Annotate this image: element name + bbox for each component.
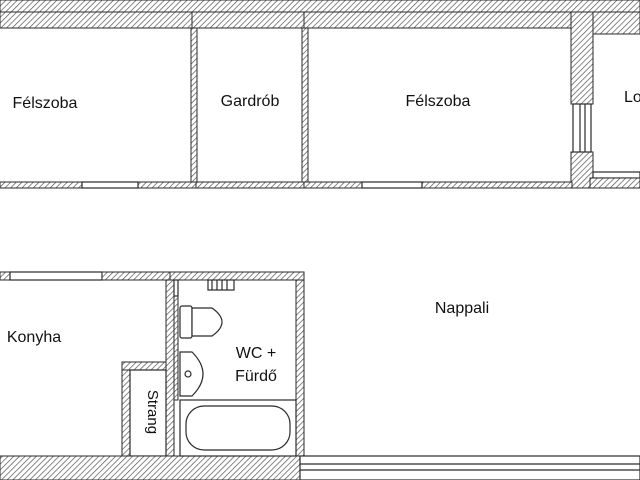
room-label-wc: WC + [236,345,276,362]
konyha-top-wall [0,271,11,281]
room-label-felszoba-left: Félszoba [13,95,78,112]
door-threshold-right [361,181,423,189]
wall-under-felszoba-left-b [137,181,201,189]
wc-top-wall [169,271,305,281]
konyha-right-wall [165,279,175,457]
door-threshold-left [81,181,139,189]
konyha-strang-step [121,361,167,371]
wall-above-gardrob [191,11,305,29]
loggia-floor-wall [589,177,640,189]
wall-under-felszoba-left-a [0,181,83,189]
wc-right-wall [295,279,305,457]
loggia-window-frame [572,103,592,153]
wall-above-felszoba-left [0,11,197,29]
konyha-top-wall-right [101,271,171,281]
washbasin-icon [179,351,204,397]
wall-under-felszoba-right-b [421,181,573,189]
strang-left-wall [121,369,131,457]
top-outer-wall [0,0,640,13]
room-label-furdo: Fürdő [235,368,277,385]
room-label-konyha: Konyha [7,329,61,346]
room-label-loggia: Lo [624,89,640,106]
wall-felszoba-loggia [570,11,594,105]
radiator-icon [207,279,235,291]
wall-under-gardrob [195,181,309,189]
loggia-rail [592,171,640,179]
bathtub-icon [179,399,297,457]
wall-under-felszoba-right-a [303,181,363,189]
wc-door [173,279,179,297]
wall-felszoba-gardrob [190,27,198,185]
room-label-nappali: Nappali [435,300,489,317]
toilet-icon [179,305,223,339]
wall-gardrob-felszoba [301,27,309,185]
loggia-top-wall [592,11,640,35]
room-label-felszoba-right: Félszoba [406,93,471,110]
strang-shaft [129,369,167,457]
konyha-door-threshold [9,271,103,281]
room-label-gardrob: Gardrób [221,93,280,110]
bottom-window [299,455,640,480]
room-label-strang: Strang [144,390,161,434]
wall-above-felszoba-right [303,11,573,29]
wc-inner-left-wall [173,295,179,401]
